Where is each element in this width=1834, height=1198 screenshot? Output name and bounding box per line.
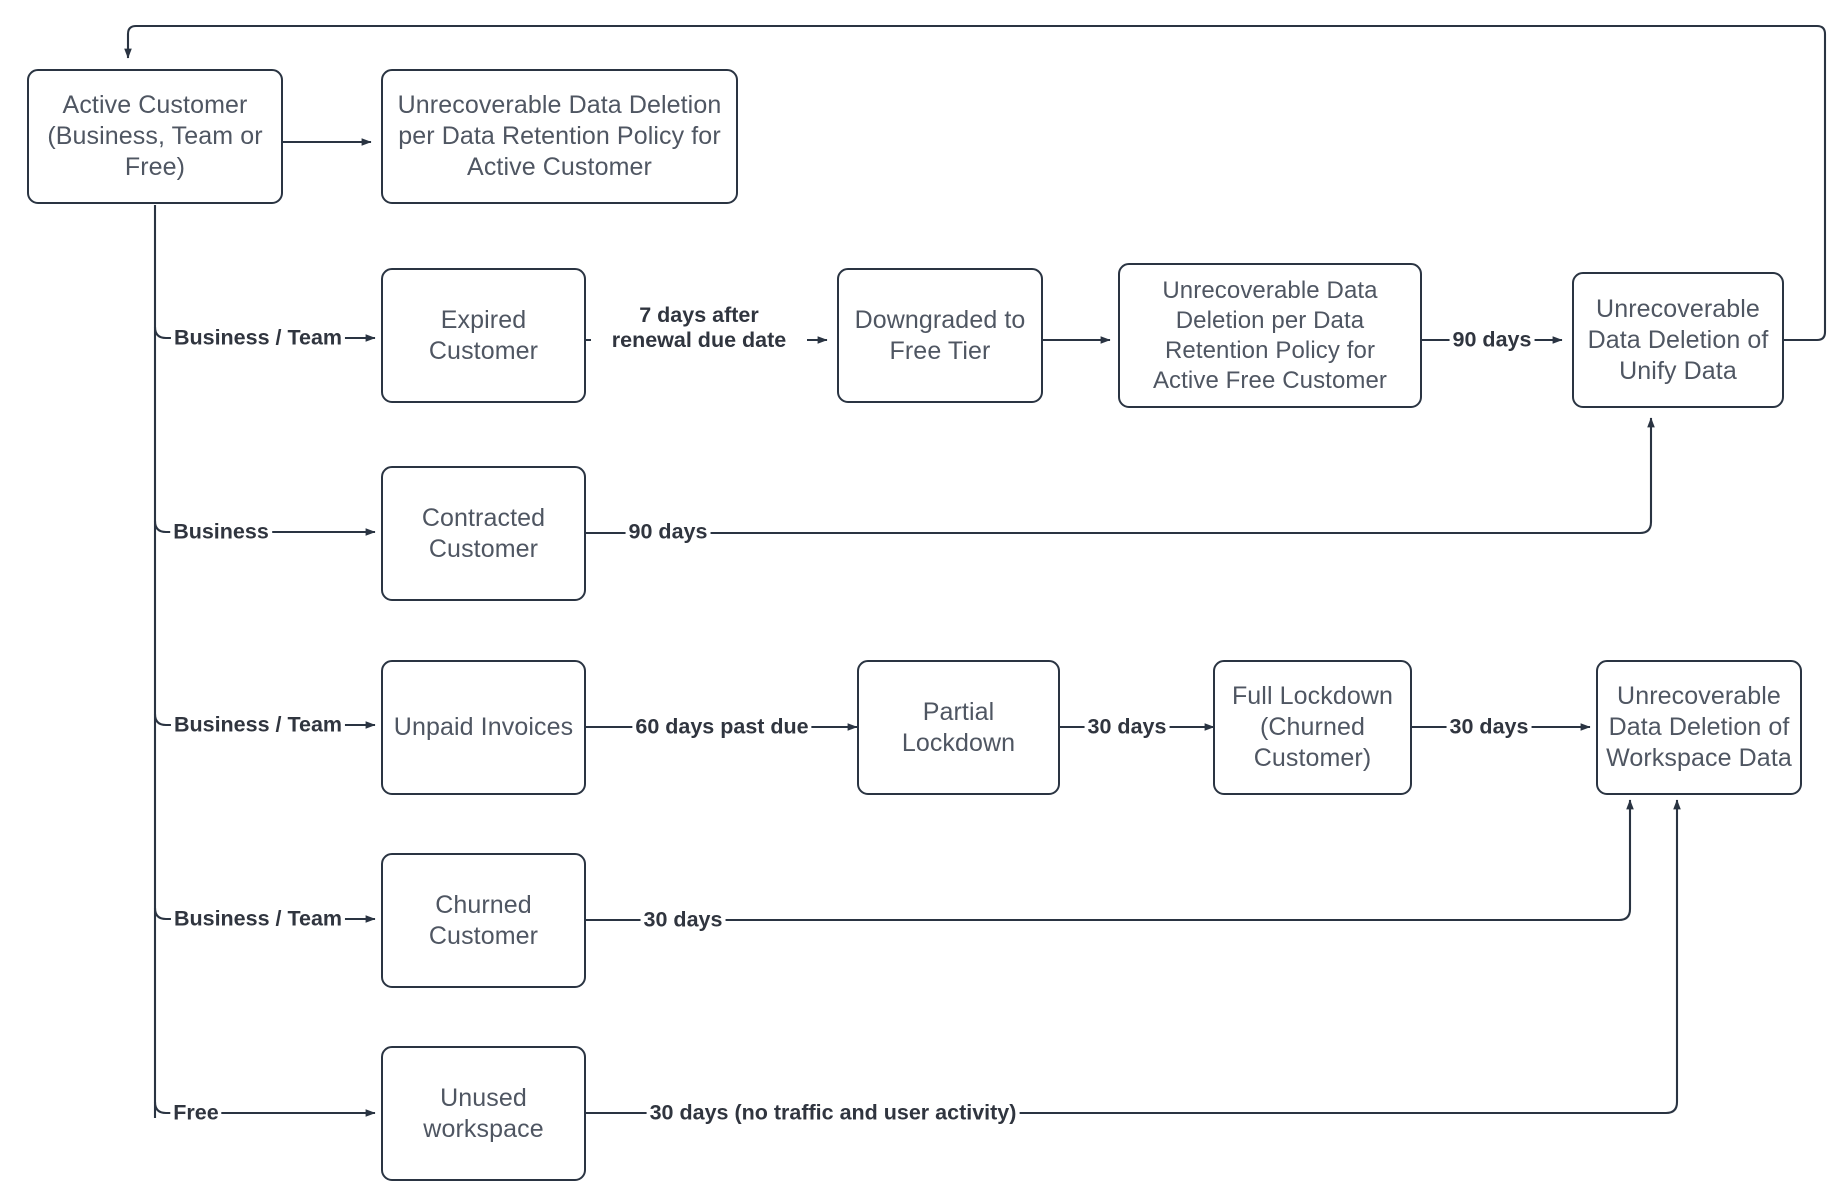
node-downgraded-free-tier[interactable]: Downgraded to Free Tier bbox=[837, 268, 1043, 403]
edge-label-branch-unused: Free bbox=[170, 1100, 222, 1126]
wire-churned-to-deletion-workspace bbox=[586, 799, 1634, 922]
node-unify-line-2: Data Deletion of bbox=[1587, 325, 1769, 354]
edge-label-unpaid-to-partial: 60 days past due bbox=[632, 714, 812, 740]
node-unpaid-invoices-line-1: Unpaid Invoices bbox=[393, 713, 574, 741]
edge-label-expired-line-2: renewal due date bbox=[611, 328, 787, 352]
edge-label-full-to-workspace: 30 days bbox=[1446, 714, 1532, 740]
node-contracted-line-2: Customer bbox=[428, 534, 539, 563]
node-expired-customer[interactable]: Expired Customer bbox=[381, 268, 586, 403]
node-workspace-line-3: Workspace Data bbox=[1606, 744, 1792, 772]
edge-label-branch-churned: Business / Team bbox=[170, 906, 346, 932]
node-unused-workspace-line-1: Unused bbox=[440, 1083, 527, 1112]
node-deletion-active-line-2: per Data Retention Policy for bbox=[398, 122, 721, 150]
edge-label-free-deletion-to-unify: 90 days bbox=[1449, 327, 1535, 353]
node-downgraded-line-1: Downgraded to bbox=[854, 305, 1026, 334]
node-full-lockdown-line-2: (Churned bbox=[1259, 713, 1365, 741]
node-downgraded-line-2: Free Tier bbox=[889, 336, 991, 365]
edge-label-churned-to-workspace: 30 days bbox=[640, 907, 726, 933]
node-deletion-free-line-3: Retention Policy for bbox=[1164, 336, 1376, 364]
node-deletion-active-line-3: Active Customer bbox=[467, 153, 652, 181]
node-unused-workspace-line-2: workspace bbox=[423, 1114, 544, 1143]
node-unpaid-invoices[interactable]: Unpaid Invoices bbox=[381, 660, 586, 795]
node-partial-lockdown-line-2: Lockdown bbox=[901, 728, 1016, 757]
node-unused-workspace[interactable]: Unused workspace bbox=[381, 1046, 586, 1181]
node-churned-customer-line-2: Customer bbox=[428, 921, 539, 950]
node-contracted-customer[interactable]: Contracted Customer bbox=[381, 466, 586, 601]
node-unify-line-1: Unrecoverable bbox=[1596, 294, 1760, 323]
node-deletion-unify-data[interactable]: Unrecoverable Data Deletion of Unify Dat… bbox=[1572, 272, 1784, 408]
wire-contracted-to-unify bbox=[586, 417, 1655, 535]
node-expired-customer-line-2: Customer bbox=[428, 336, 539, 365]
edge-label-branch-unpaid: Business / Team bbox=[170, 712, 346, 738]
node-active-customer[interactable]: Active Customer (Business, Team or Free) bbox=[27, 69, 283, 204]
node-full-lockdown[interactable]: Full Lockdown (Churned Customer) bbox=[1213, 660, 1412, 795]
edge-label-expired-to-downgraded: 7 days after renewal due date bbox=[591, 303, 807, 353]
node-deletion-active-line-1: Unrecoverable Data Deletion bbox=[397, 91, 722, 119]
edge-label-branch-contracted: Business bbox=[170, 519, 272, 545]
node-active-customer-line-1: Active Customer bbox=[62, 91, 248, 119]
node-churned-customer-line-1: Churned bbox=[435, 890, 532, 919]
node-active-customer-line-2: (Business, Team or bbox=[47, 122, 263, 150]
node-workspace-line-2: Data Deletion of bbox=[1608, 713, 1790, 741]
node-contracted-line-1: Contracted bbox=[421, 503, 546, 532]
node-deletion-free-line-2: Deletion per Data bbox=[1175, 306, 1365, 334]
node-full-lockdown-line-3: Customer) bbox=[1253, 744, 1372, 772]
node-churned-customer[interactable]: Churned Customer bbox=[381, 853, 586, 988]
edge-label-contracted-to-unify: 90 days bbox=[625, 519, 711, 545]
node-unify-line-3: Unify Data bbox=[1619, 356, 1737, 385]
edge-label-unused-to-workspace: 30 days (no traffic and user activity) bbox=[646, 1100, 1020, 1126]
node-deletion-workspace-data[interactable]: Unrecoverable Data Deletion of Workspace… bbox=[1596, 660, 1802, 795]
node-deletion-free-line-1: Unrecoverable Data bbox=[1162, 276, 1378, 304]
node-deletion-free-line-4: Active Free Customer bbox=[1152, 366, 1388, 394]
edge-label-partial-to-full: 30 days bbox=[1084, 714, 1170, 740]
wire-unused-to-deletion-workspace bbox=[586, 799, 1681, 1115]
node-partial-lockdown[interactable]: Partial Lockdown bbox=[857, 660, 1060, 795]
node-active-customer-line-3: Free) bbox=[124, 153, 186, 181]
node-deletion-active-customer[interactable]: Unrecoverable Data Deletion per Data Ret… bbox=[381, 69, 738, 204]
node-deletion-free-customer[interactable]: Unrecoverable Data Deletion per Data Ret… bbox=[1118, 263, 1422, 408]
node-full-lockdown-line-1: Full Lockdown bbox=[1231, 682, 1394, 710]
node-partial-lockdown-line-1: Partial bbox=[922, 697, 995, 726]
node-expired-customer-line-1: Expired bbox=[440, 305, 527, 334]
node-workspace-line-1: Unrecoverable bbox=[1617, 682, 1781, 710]
edge-label-expired-line-1: 7 days after bbox=[639, 303, 759, 327]
edge-label-branch-expired: Business / Team bbox=[170, 325, 346, 351]
